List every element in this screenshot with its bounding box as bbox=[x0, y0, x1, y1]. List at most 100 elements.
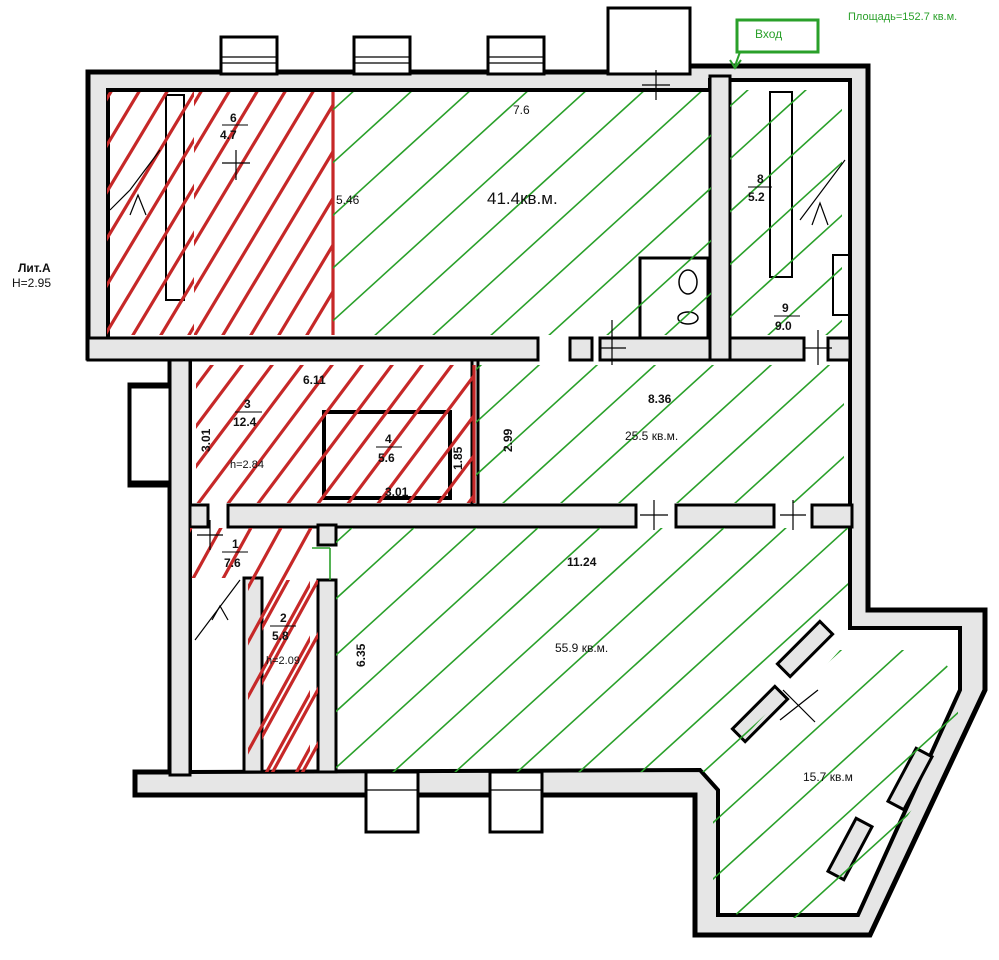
hatch-line bbox=[881, 88, 999, 338]
window-top-2 bbox=[352, 35, 412, 76]
svg-text:h=2.84: h=2.84 bbox=[230, 459, 264, 471]
dim-room4-width: 3.01 bbox=[385, 485, 409, 499]
hatch-line bbox=[336, 528, 480, 772]
window-top-3 bbox=[486, 35, 546, 76]
hatch-line bbox=[226, 365, 334, 503]
dim-room4-height: 1.85 bbox=[451, 446, 465, 470]
svg-text:9.0: 9.0 bbox=[775, 319, 792, 333]
hatch-line bbox=[194, 92, 315, 294]
hatch-line bbox=[0, 90, 28, 340]
hatch-line bbox=[194, 92, 259, 200]
svg-text:6: 6 bbox=[230, 111, 237, 125]
hatch-line bbox=[196, 365, 244, 429]
hatch-line bbox=[270, 686, 318, 772]
hatch-line bbox=[194, 92, 231, 154]
hatch-line bbox=[664, 292, 711, 335]
hatch-line bbox=[952, 90, 999, 338]
hatch-line bbox=[305, 288, 333, 335]
hatch-line bbox=[262, 631, 318, 741]
room-labels: 6 4.7 8 5.2 9 9.0 3 12.4 h=2.84 4 5.6 1 bbox=[220, 111, 800, 667]
hatch-line bbox=[190, 528, 224, 772]
hatch-line bbox=[548, 186, 711, 335]
hatch-line bbox=[0, 90, 90, 340]
hatch-line bbox=[190, 528, 254, 772]
hatch-line bbox=[107, 136, 194, 289]
hatch-line bbox=[0, 90, 56, 340]
hatch-line bbox=[907, 362, 999, 505]
hatch-line bbox=[286, 365, 394, 503]
interior-walls bbox=[86, 74, 935, 882]
hatch-line bbox=[249, 195, 333, 335]
legend: Лит.А Н=2.95 bbox=[12, 261, 51, 290]
hatch-line bbox=[436, 453, 474, 503]
room-9-label: 9 9.0 bbox=[774, 301, 800, 333]
hatch-line bbox=[333, 92, 528, 270]
svg-text:7.6: 7.6 bbox=[224, 556, 241, 570]
hatch-line bbox=[107, 183, 194, 335]
hatch-line bbox=[849, 362, 999, 505]
hatch-line bbox=[729, 650, 958, 918]
dim-mid-right-height: 2.99 bbox=[501, 428, 515, 452]
hatch-line bbox=[196, 365, 274, 469]
svg-text:2: 2 bbox=[280, 611, 287, 625]
svg-text:5.8: 5.8 bbox=[272, 629, 289, 643]
window-top-1 bbox=[219, 35, 279, 76]
legend-lit: Лит.А bbox=[18, 261, 51, 275]
room-3-label: 3 12.4 h=2.84 bbox=[230, 397, 264, 471]
hatch-line bbox=[196, 365, 304, 503]
svg-text:5.2: 5.2 bbox=[748, 190, 765, 204]
hatch-line bbox=[277, 241, 333, 335]
hatch-line bbox=[713, 650, 958, 918]
hatch-line bbox=[713, 650, 915, 918]
hatch-line bbox=[374, 92, 644, 335]
hatch-line bbox=[730, 214, 842, 319]
hatch-line bbox=[965, 362, 999, 505]
window-bottom-2 bbox=[488, 770, 544, 834]
entrance-marker: Вход Площадь=152.7 кв.м. bbox=[729, 11, 957, 70]
svg-text:4: 4 bbox=[385, 432, 392, 446]
dim-mid-right-width: 8.36 bbox=[648, 392, 672, 406]
dim-mid-left-width: 6.11 bbox=[303, 373, 326, 387]
hatch-line bbox=[333, 92, 470, 217]
hatch-line bbox=[107, 92, 141, 149]
hatch-line bbox=[730, 90, 807, 160]
dim-top-width: 7.6 bbox=[513, 103, 530, 117]
hatch-line bbox=[637, 528, 848, 772]
hatch-line bbox=[346, 365, 454, 503]
zone-area-labels: 41.4кв.м. 25.5 кв.м. 55.9 кв.м. 15.7 кв.… bbox=[487, 189, 853, 784]
room-8-label: 8 5.2 bbox=[748, 172, 772, 204]
hatch-line bbox=[560, 365, 715, 503]
hatch-line bbox=[336, 528, 604, 772]
hatch-line bbox=[376, 373, 474, 503]
hatch-line bbox=[194, 92, 287, 247]
hatch-line bbox=[194, 101, 333, 335]
dim-bottom-width: 11.24 bbox=[567, 555, 597, 569]
hatch-line bbox=[476, 365, 599, 477]
hatch-line bbox=[25, 525, 163, 775]
hatch-line bbox=[159, 276, 194, 335]
svg-text:9: 9 bbox=[782, 301, 789, 315]
hatch-line bbox=[676, 365, 831, 503]
hatch-line bbox=[262, 580, 291, 632]
room-6-label: 6 4.7 bbox=[220, 111, 248, 142]
svg-text:8: 8 bbox=[757, 172, 764, 186]
room-2-label: 2 5.8 h=2.09 bbox=[266, 611, 300, 667]
dim-top-height: 5.46 bbox=[336, 193, 360, 207]
stairs bbox=[109, 149, 846, 641]
top-zone-area: 41.4кв.м. bbox=[487, 189, 558, 208]
hatch-line bbox=[618, 365, 773, 503]
hatch-line bbox=[336, 528, 418, 772]
hatch-line bbox=[490, 134, 711, 335]
hatch-line bbox=[767, 266, 842, 335]
svg-text:12.4: 12.4 bbox=[233, 415, 257, 429]
hatch-line bbox=[61, 578, 169, 775]
dimension-labels: 7.6 5.46 6.11 8.36 3.01 2.99 3.01 1.85 1… bbox=[199, 103, 672, 667]
hatch-line bbox=[730, 108, 842, 213]
hatch-line bbox=[316, 365, 424, 503]
hatch-line bbox=[0, 525, 133, 775]
hatch-line bbox=[0, 525, 73, 775]
window-left bbox=[128, 385, 177, 484]
hatch-line bbox=[336, 528, 542, 772]
hatch-line bbox=[256, 365, 364, 503]
